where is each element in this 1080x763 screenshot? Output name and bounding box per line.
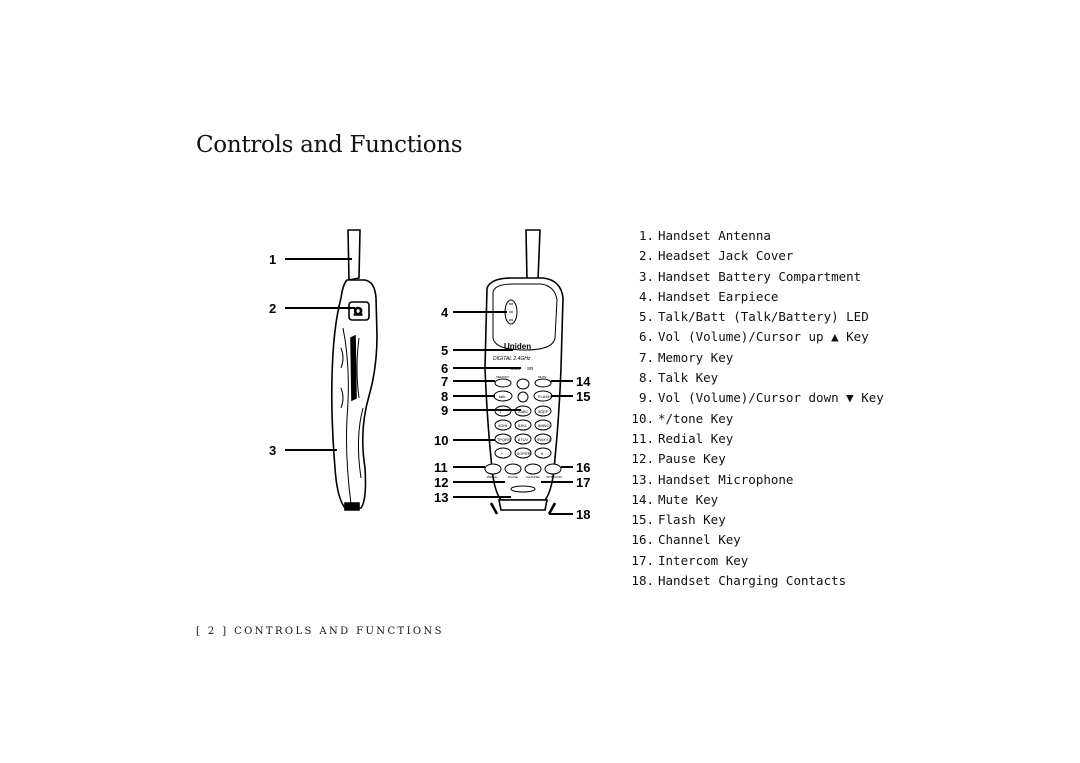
legend-item: 2.Headset Jack Cover [638,248,794,264]
legend-item: 7.Memory Key [638,349,734,365]
callout-5: 5 [441,343,448,358]
legend-item: 11.Redial Key [631,430,734,446]
keypad: 1 2ABC 3DEF 4GHI 5JKL 6MNO 7PQRS 8TUV 9W… [497,409,551,456]
controls-legend: 1.Handset Antenna 2.Headset Jack Cover 3… [620,226,884,591]
talk-key-label: talk [499,394,505,399]
keypad-key: 3DEF [538,409,549,414]
legend-item: 4.Handset Earpiece [638,288,779,304]
callout-14: 14 [576,374,591,389]
callout-numbers: 1 2 3 4 5 6 7 8 9 10 11 12 13 14 15 16 1… [269,252,591,522]
callout-10: 10 [434,433,448,448]
callout-2: 2 [269,301,276,316]
keypad-key: 9WXYZ [537,437,551,442]
mute-key-label: MUTE [538,375,547,379]
model-dss: DSS [511,366,520,371]
callout-13: 13 [434,490,448,505]
callout-16: 16 [576,460,590,475]
callout-7: 7 [441,374,448,389]
legend-item: 8.Talk Key [638,370,719,386]
callout-leaders [285,258,573,515]
keypad-key: # [541,451,544,456]
side-view-handset: Ω [331,229,378,511]
legend-item: 18.Handset Charging Contacts [631,573,847,589]
callout-17: 17 [576,475,590,490]
memory-key-label: MEMORY [496,375,509,379]
keypad-key: 2ABC [518,409,529,414]
handset-illustration: Ω [269,229,591,522]
legend-item: 14.Mute Key [631,491,719,507]
svg-text:Ω: Ω [354,306,362,318]
callout-8: 8 [441,389,448,404]
keypad-key: * [501,451,503,456]
side-antenna [347,229,361,281]
legend-item: 5.Talk/Batt (Talk/Battery) LED [638,309,869,325]
pause-key-label: PAUSE [508,475,518,479]
legend-item: 10.*/tone Key [631,410,734,426]
model-sr: SR [527,366,534,371]
legend-item: 17.Intercom Key [631,552,749,568]
legend-item: 3.Handset Battery Compartment [638,268,862,284]
callout-1: 1 [269,252,276,267]
brand-logo: Uniden [504,342,531,351]
legend-item: 13.Handset Microphone [631,471,794,487]
callout-6: 6 [441,361,448,376]
page-title: Controls and Functions [196,132,463,158]
model-label: DIGITAL 2.4GHz [493,356,531,362]
redial-key-label: REDIAL [487,475,498,479]
keypad-key: 1 [499,409,502,414]
callout-18: 18 [576,507,590,522]
callout-4: 4 [441,305,449,320]
legend-item: 16.Channel Key [631,532,741,548]
headset-jack-cover [348,301,370,321]
callout-9: 9 [441,403,448,418]
callout-3: 3 [269,443,276,458]
front-antenna [525,229,541,281]
handset-diagram: Ω [255,218,600,528]
legend-item: 6.Vol (Volume)/Cursor up ▲ Key [638,329,869,345]
legend-item: 9.Vol (Volume)/Cursor down ▼ Key [638,390,884,406]
keypad-key: 5JKL [518,423,528,428]
callout-11: 11 [434,460,448,475]
intercom-key-label: INTERCOM [546,475,563,479]
legend-item: 1.Handset Antenna [638,228,771,243]
keypad-key: 8TUV [518,437,529,442]
legend-item: 12.Pause Key [631,451,726,467]
page-footer: [ 2 ] CONTROLS AND FUNCTIONS [196,626,444,637]
flash-key-label: FLASH [538,394,551,399]
callout-12: 12 [434,475,448,490]
keypad-key: 6MNO [538,423,550,428]
keypad-key: 0OPER [517,451,531,456]
callout-15: 15 [576,389,590,404]
keypad-key: 7PQRS [497,437,511,442]
legend-item: 15.Flash Key [631,512,726,528]
keypad-key: 4GHI [498,423,507,428]
channel-key-label: CHANNEL [526,475,541,479]
